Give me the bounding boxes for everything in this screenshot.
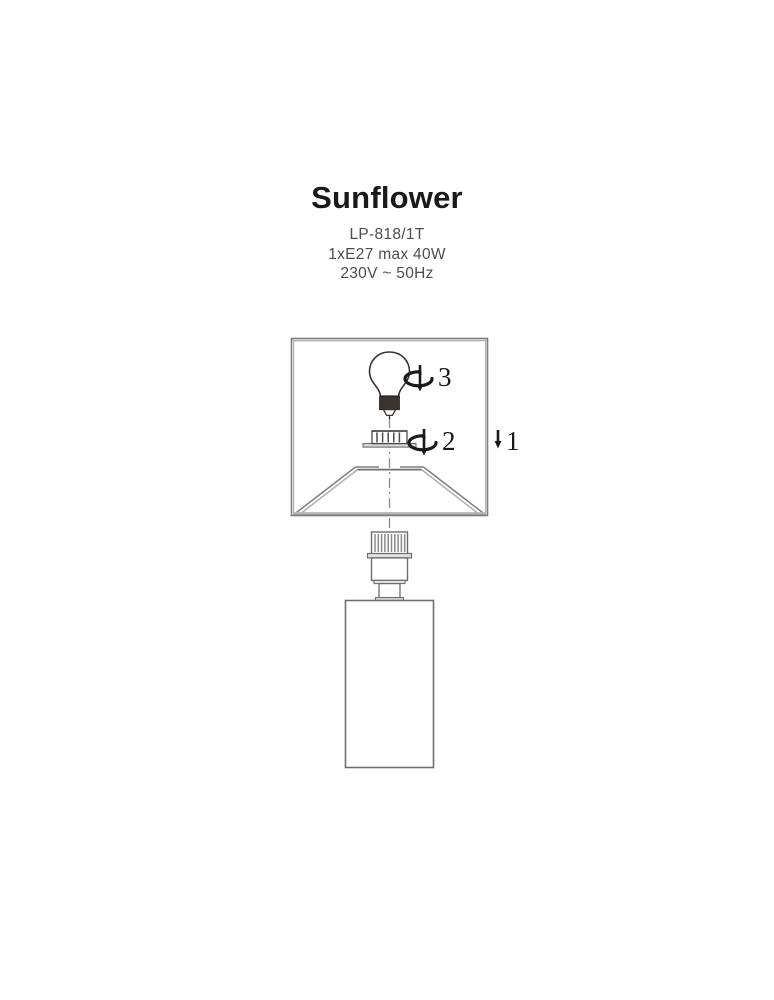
- step-marker-1: 1: [494, 426, 520, 456]
- spec-voltage: 230V ~ 50Hz: [340, 265, 434, 282]
- shade-retainer-ring: [362, 430, 417, 448]
- step-number-2: 2: [442, 426, 456, 456]
- down-arrow-icon: [494, 430, 502, 449]
- step-marker-3: 3: [403, 362, 452, 394]
- lamp-shade: [293, 466, 486, 516]
- page-title: Sunflower: [311, 180, 463, 215]
- spec-bulb: 1xE27 max 40W: [328, 245, 446, 263]
- step-marker-2: 2: [407, 426, 456, 458]
- light-bulb: [368, 351, 411, 419]
- spec-model: LP-818/1T: [349, 226, 425, 243]
- product-specs: LP-818/1T 1xE27 max 40W 230V ~ 50Hz: [0, 225, 774, 284]
- lamp-socket: [366, 531, 413, 602]
- step-number-1: 1: [506, 426, 520, 456]
- lamp-base-column: [344, 599, 435, 769]
- step-number-3: 3: [438, 362, 452, 392]
- product-header: Sunflower LP-818/1T 1xE27 max 40W 230V ~…: [0, 180, 774, 284]
